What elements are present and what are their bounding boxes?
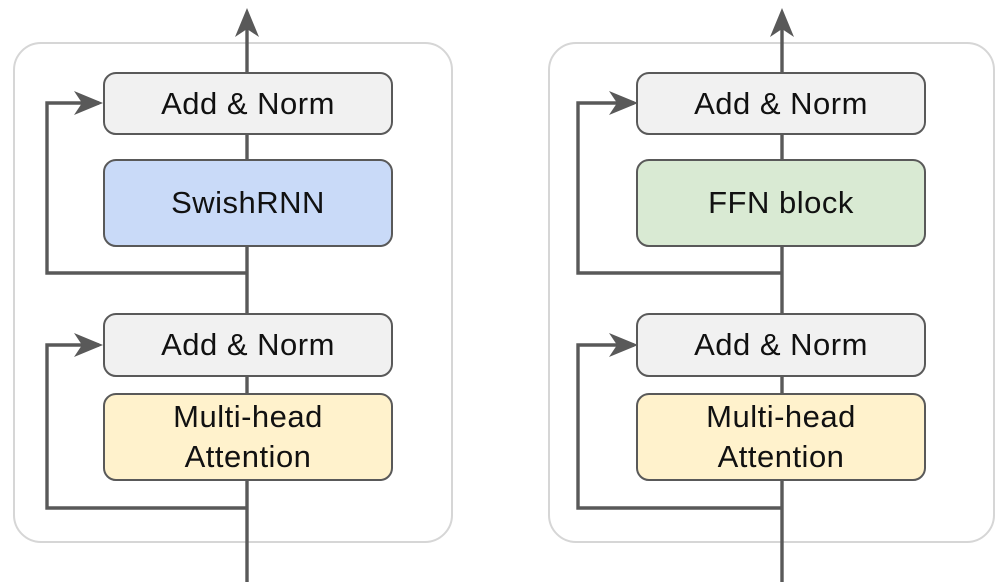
left-add-norm-top-block: Add & Norm: [103, 72, 393, 135]
right-ffn-block: FFN block: [636, 159, 926, 247]
right-add-norm-bottom-block: Add & Norm: [636, 313, 926, 377]
right-add-norm-top-block: Add & Norm: [636, 72, 926, 135]
right-multi-head-attention-block: Multi-head Attention: [636, 393, 926, 481]
left-multi-head-attention-block: Multi-head Attention: [103, 393, 393, 481]
right-block-container: [548, 42, 995, 543]
right-up-arrowhead: [770, 8, 794, 37]
left-up-arrowhead: [235, 8, 259, 37]
left-block-container: [13, 42, 453, 543]
left-add-norm-bottom-block: Add & Norm: [103, 313, 393, 377]
left-swishrnn-block: SwishRNN: [103, 159, 393, 247]
